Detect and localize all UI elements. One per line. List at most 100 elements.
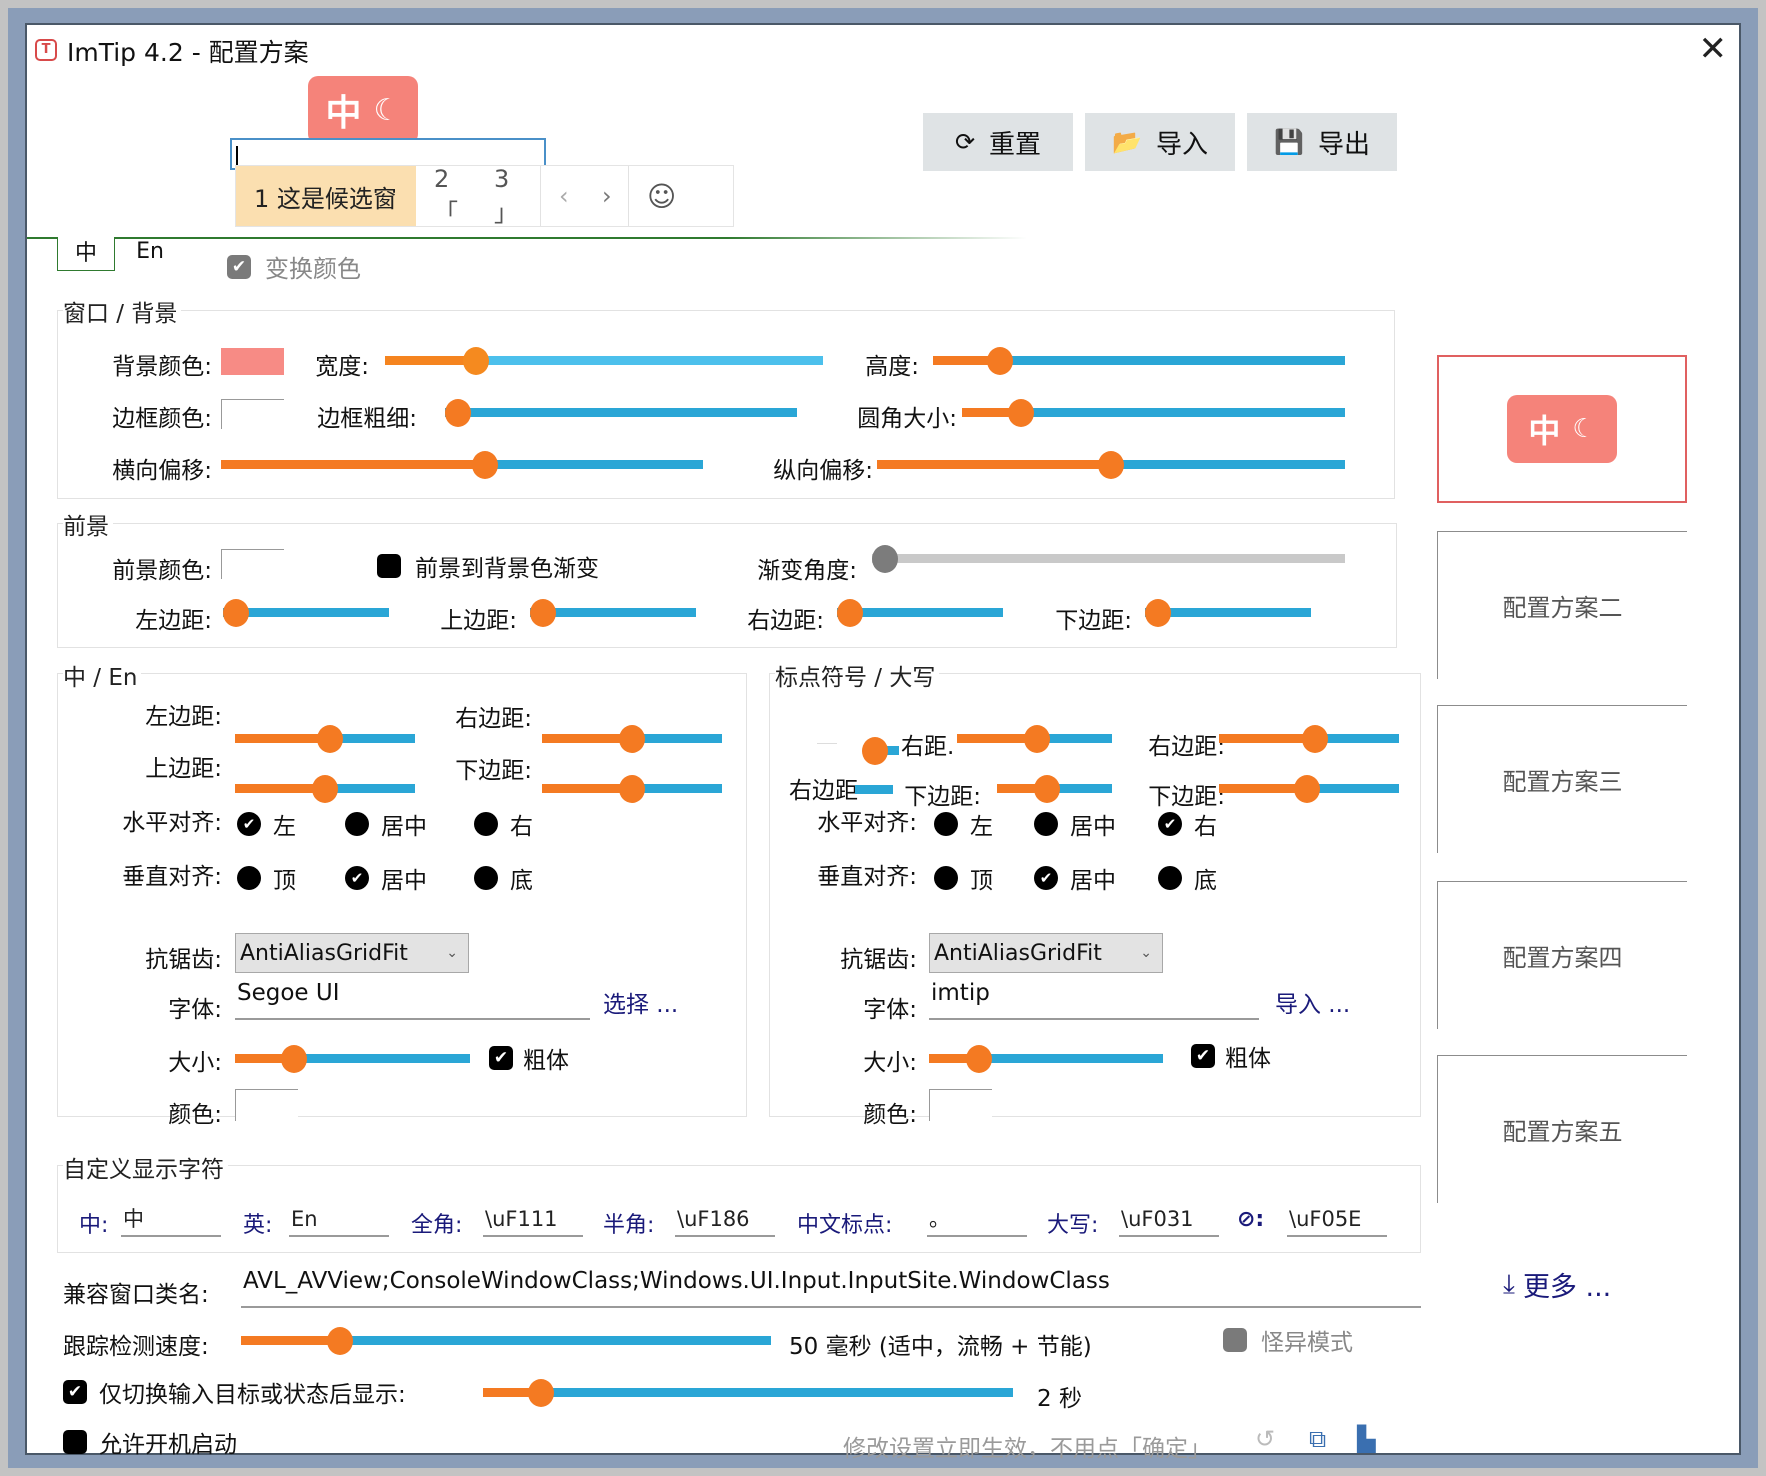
candidate-item-1[interactable]: 1 这是候选窗: [236, 166, 416, 226]
fg-right-slider[interactable]: [837, 599, 1003, 627]
border-color-swatch[interactable]: [221, 399, 284, 429]
scheme-card-4[interactable]: 配置方案四: [1437, 881, 1687, 1029]
quirk-mode-checkbox[interactable]: ✔ 怪异模式: [1223, 1323, 1353, 1357]
chevron-down-icon: ⌄: [1140, 945, 1152, 961]
char-caps-field[interactable]: \uF031: [1119, 1205, 1219, 1237]
invert-color-checkbox[interactable]: ✔ 变换颜色: [227, 249, 361, 284]
zh-bold-checkbox[interactable]: ✔ 粗体: [489, 1041, 569, 1075]
candidate-item-2[interactable]: 2 「: [434, 164, 458, 227]
punct-left-slider-glitched[interactable]: [862, 737, 899, 765]
punct-bottom-slider[interactable]: [997, 775, 1112, 803]
zh-right-label: 右边距:: [455, 706, 532, 732]
prev-page-icon[interactable]: ‹: [540, 166, 584, 226]
window-title: ImTip 4.2 - 配置方案: [67, 38, 309, 67]
fg-bottom-slider[interactable]: [1145, 599, 1311, 627]
zh-font-choose-link[interactable]: 选择 ...: [603, 992, 679, 1018]
checkbox-unchecked-icon: ✔: [1223, 1328, 1247, 1352]
zh-halign-left-radio[interactable]: ✔左: [237, 807, 296, 841]
compat-field[interactable]: AVL_AVView;ConsoleWindowClass;Windows.UI…: [241, 1268, 1421, 1308]
punct-font-import-link[interactable]: 导入 ...: [1275, 992, 1351, 1018]
scheme-card-3[interactable]: 配置方案三: [1437, 705, 1687, 853]
height-label: 高度:: [865, 354, 919, 380]
emoji-icon[interactable]: ☺: [628, 166, 692, 226]
zh-halign-right-radio[interactable]: 右: [474, 807, 533, 841]
height-slider[interactable]: [933, 347, 1345, 375]
next-page-icon[interactable]: ›: [602, 182, 612, 210]
punct-valign-center-radio[interactable]: ✔居中: [1034, 861, 1116, 895]
candidate-item-3[interactable]: 3 」: [494, 164, 518, 227]
gradient-checkbox[interactable]: ✔ 前景到背景色渐变: [377, 549, 599, 583]
char-zh-field[interactable]: 中: [121, 1205, 221, 1237]
mock-text-input[interactable]: [230, 138, 546, 170]
fg-top-slider[interactable]: [530, 599, 696, 627]
punct-halign-right-radio[interactable]: ✔右: [1158, 807, 1217, 841]
fg-left-slider[interactable]: [223, 599, 389, 627]
tab-en[interactable]: En: [136, 239, 164, 264]
punct-valign-top-radio[interactable]: 顶: [934, 861, 993, 895]
radius-slider[interactable]: [962, 399, 1345, 427]
zh-font-field[interactable]: Segoe UI: [235, 980, 590, 1020]
char-disabled-field[interactable]: \uF05E: [1287, 1205, 1387, 1237]
gradient-angle-slider[interactable]: [872, 545, 1345, 573]
show-duration-slider[interactable]: [483, 1379, 1013, 1407]
punct-bottom2-slider[interactable]: [1219, 775, 1399, 803]
tab-strip-line: [27, 237, 1027, 239]
zh-top-slider[interactable]: [235, 775, 415, 803]
radio-label: 居中: [1070, 868, 1116, 894]
h-offset-slider[interactable]: [221, 451, 703, 479]
close-button[interactable]: ✕: [1698, 29, 1728, 69]
punct-size-slider[interactable]: [929, 1045, 1163, 1073]
zh-right-slider[interactable]: [542, 725, 722, 753]
punct-font-field[interactable]: imtip: [929, 980, 1259, 1020]
zh-valign-bottom-radio[interactable]: 底: [474, 861, 533, 895]
zh-size-slider[interactable]: [235, 1045, 470, 1073]
v-offset-slider[interactable]: [877, 451, 1345, 479]
punct-halign-center-radio[interactable]: 居中: [1034, 807, 1116, 841]
export-button[interactable]: 💾 导出: [1247, 113, 1397, 171]
punct-title: 标点符号 / 大写: [775, 658, 940, 692]
autostart-checkbox[interactable]: ✔ 允许开机启动: [63, 1425, 237, 1459]
tab-zh[interactable]: 中: [57, 237, 115, 271]
reset-button[interactable]: ⟳ 重置: [923, 113, 1073, 171]
fg-bottom-label: 下边距:: [1055, 608, 1132, 634]
radio-label: 居中: [381, 868, 427, 894]
checkbox-unchecked-icon: ✔: [377, 554, 401, 578]
zh-bottom-slider[interactable]: [542, 775, 722, 803]
punct-halign-left-radio[interactable]: 左: [934, 807, 993, 841]
punct-right-slider[interactable]: [957, 725, 1112, 753]
punct-bold-checkbox[interactable]: ✔ 粗体: [1191, 1039, 1271, 1073]
show-after-switch-checkbox[interactable]: ✔ 仅切换输入目标或状态后显示:: [63, 1375, 406, 1409]
border-width-slider[interactable]: [445, 399, 797, 427]
zh-valign-center-radio[interactable]: ✔居中: [345, 861, 427, 895]
char-halfwidth-field[interactable]: \uF186: [675, 1205, 775, 1237]
undo-icon[interactable]: ↺: [1255, 1425, 1276, 1453]
zh-halign-center-radio[interactable]: 居中: [345, 807, 427, 841]
fg-color-swatch[interactable]: [221, 549, 284, 579]
char-en-field[interactable]: En: [289, 1205, 389, 1237]
paste-icon[interactable]: ▙: [1357, 1425, 1376, 1453]
char-fullwidth-field[interactable]: \uF111: [483, 1205, 583, 1237]
char-punct-field[interactable]: 。: [927, 1205, 1027, 1237]
copy-icon[interactable]: ⧉: [1309, 1425, 1327, 1453]
punct-aa-select[interactable]: AntiAliasGridFit ⌄: [929, 933, 1163, 973]
char-disabled-label: ⊘:: [1237, 1207, 1265, 1232]
zh-color-swatch[interactable]: [235, 1089, 298, 1121]
punct-color-swatch[interactable]: [929, 1089, 992, 1121]
zh-valign-top-radio[interactable]: 顶: [237, 861, 296, 895]
punct-right-short-label: 右距.: [901, 734, 955, 760]
tracking-slider[interactable]: [241, 1327, 771, 1355]
zh-aa-select[interactable]: AntiAliasGridFit ⌄: [235, 933, 469, 973]
punct-valign-bottom-radio[interactable]: 底: [1158, 861, 1217, 895]
scheme-card-5[interactable]: 配置方案五: [1437, 1055, 1687, 1203]
gradient-label: 前景到背景色渐变: [415, 556, 599, 582]
scheme-card-2[interactable]: 配置方案二: [1437, 531, 1687, 679]
import-button[interactable]: 📂 导入: [1085, 113, 1235, 171]
bg-color-swatch[interactable]: [221, 348, 284, 375]
zh-left-slider[interactable]: [235, 725, 415, 753]
punct-right2-slider[interactable]: [1219, 725, 1399, 753]
scheme-card-1[interactable]: 中 ☾: [1437, 355, 1687, 503]
punct-bottom-label: 下边距:: [904, 784, 981, 810]
width-slider[interactable]: [385, 347, 823, 375]
more-schemes-link[interactable]: ⤓ 更多 ...: [1503, 1265, 1611, 1304]
punct-aa-value: AntiAliasGridFit: [934, 940, 1102, 966]
